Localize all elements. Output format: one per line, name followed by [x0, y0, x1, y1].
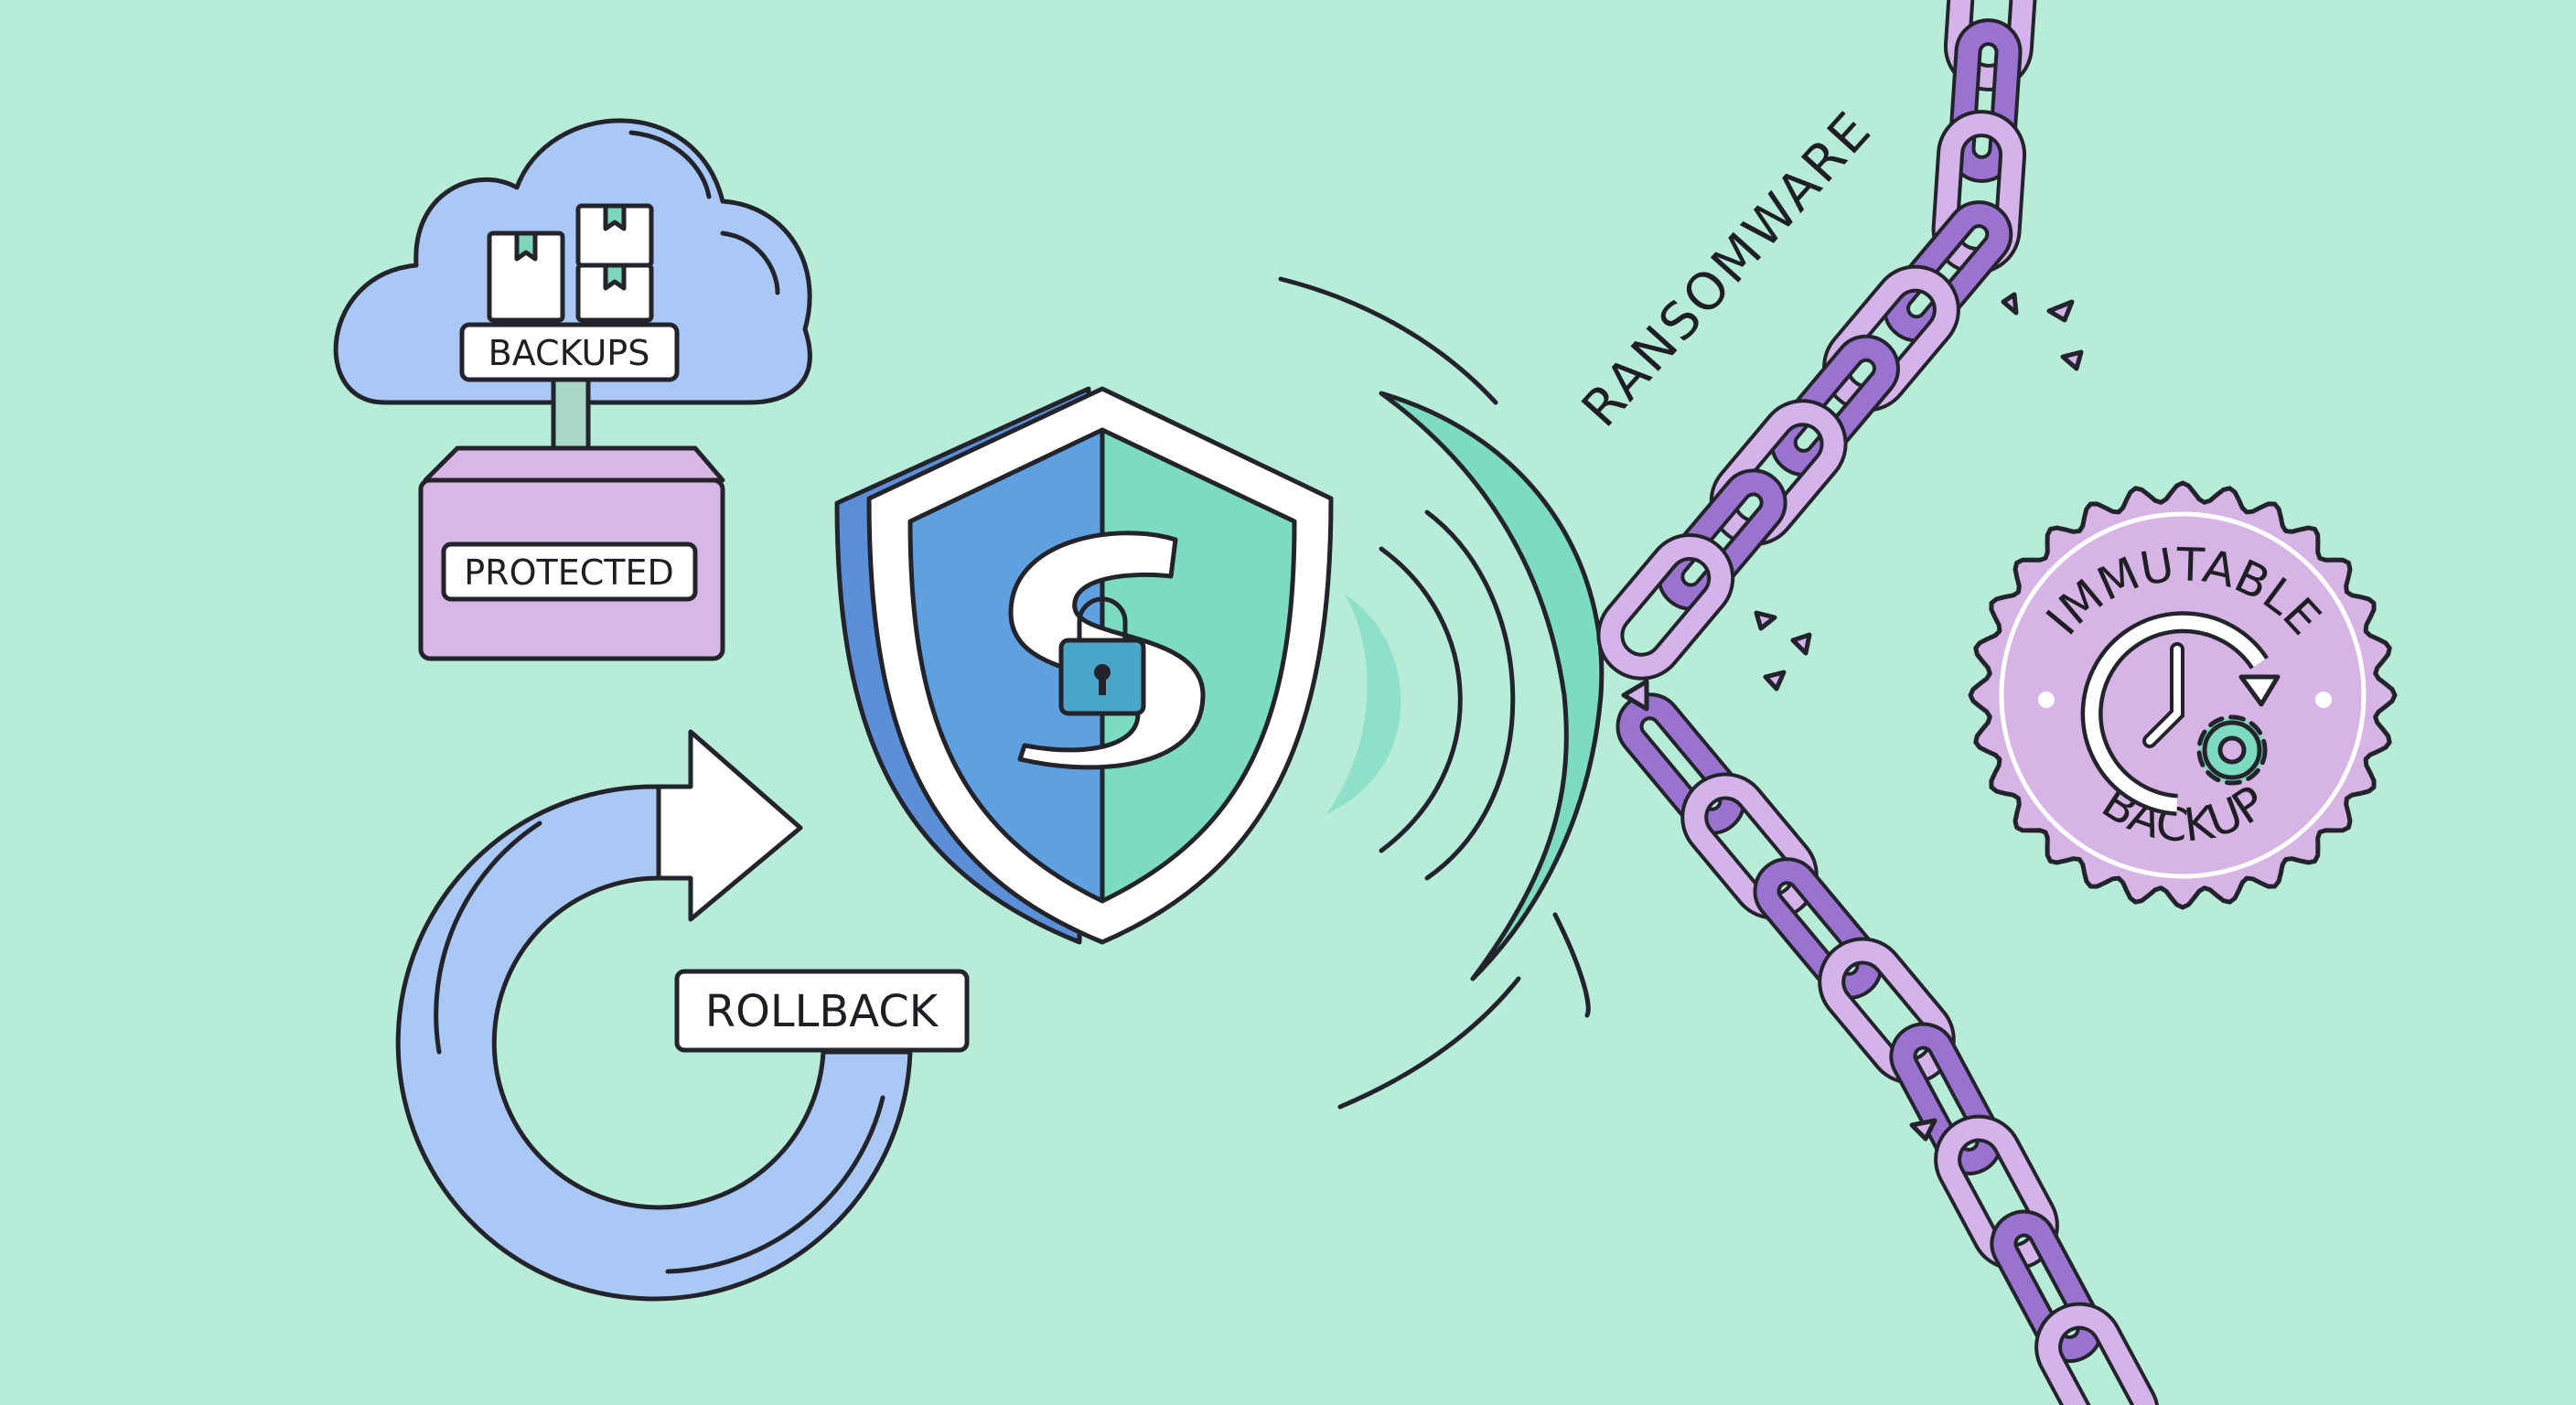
chain-link [1886, 204, 2010, 339]
chain-fragments [1621, 292, 2084, 1142]
chain-link [1773, 338, 1896, 473]
rollback-label: ROLLBACK [705, 986, 939, 1037]
chain-link [1600, 536, 1732, 677]
chain-link [1826, 268, 1957, 409]
chain-link [1993, 1213, 2100, 1359]
broken-chain-icon [1596, 0, 2160, 1405]
shockwave-arcs [1278, 276, 1605, 1110]
chain-link [1951, 22, 2019, 179]
chain-link [1893, 1025, 2000, 1172]
chain-link [1821, 940, 1952, 1081]
chain-link [1756, 861, 1880, 996]
chain-link [1660, 472, 1784, 607]
chain-link [1684, 776, 1815, 917]
package-icon [487, 203, 654, 323]
cloud-icon [333, 118, 812, 405]
chain-link [1947, 0, 2035, 88]
clock-icon [2080, 611, 2281, 816]
chain-link [1937, 1118, 2055, 1267]
cloud-backups-group: BACKUPS PROTECTED [333, 118, 812, 661]
chain-link [1712, 402, 1844, 543]
arrow-head [656, 729, 803, 922]
circular-arrow-icon [395, 784, 913, 1302]
chain-link [2038, 1305, 2156, 1405]
rollback-group: ROLLBACK [395, 729, 970, 1302]
shield-lock-icon [834, 386, 1334, 945]
protected-label-box [441, 542, 698, 602]
chain-link [1619, 696, 1743, 831]
lock-icon [1058, 596, 1146, 716]
protected-label: PROTECTED [464, 552, 673, 593]
seal-badge-icon: IMMUTABLE BACKUP [1968, 480, 2398, 910]
gear-icon [2196, 714, 2268, 786]
backups-label: BACKUPS [488, 333, 650, 373]
rollback-label-box [674, 969, 970, 1053]
